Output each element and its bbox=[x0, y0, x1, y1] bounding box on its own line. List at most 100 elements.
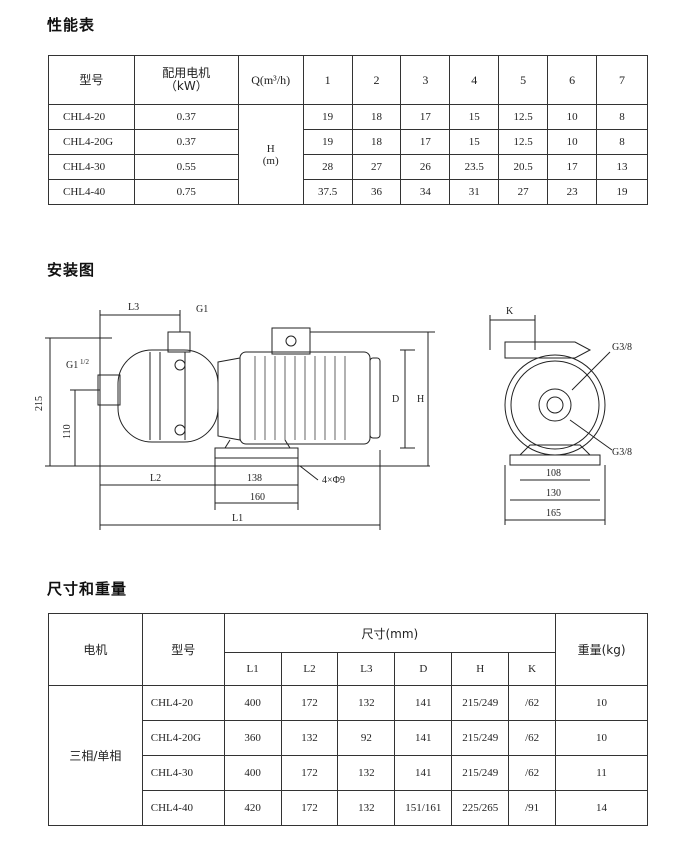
pump-base bbox=[214, 447, 299, 459]
table-row: 三相/单相 CHL4-20 400 172 132 141 215/249 /6… bbox=[48, 685, 648, 826]
size-cell: 132 bbox=[337, 790, 396, 826]
kw-cell: 0.55 bbox=[133, 154, 239, 180]
label-130: 130 bbox=[546, 488, 561, 499]
table-row: CHL4-20G 0.37 19 18 17 15 12.5 10 8 bbox=[48, 129, 648, 155]
label-215: 215 bbox=[34, 396, 45, 411]
size-cell: 172 bbox=[280, 685, 339, 721]
model-cell: CHL4-40 bbox=[141, 790, 225, 826]
head-value: 13 bbox=[596, 154, 648, 180]
kw-cell: 0.75 bbox=[133, 179, 239, 205]
header-flow-value: 3 bbox=[400, 55, 451, 105]
table-row: CHL4-30 0.55 28 27 26 23.5 20.5 17 13 bbox=[48, 154, 648, 180]
head-value: 15 bbox=[449, 104, 500, 130]
size-cell: 151/161 bbox=[394, 790, 453, 826]
head-label: H bbox=[266, 142, 275, 155]
label-D: D bbox=[392, 394, 399, 405]
dimension-table: 电机 型号 尺寸(mm) 重量(kg) L1 L2 L3 D H K 三相/单相… bbox=[48, 613, 648, 826]
label-L2: L2 bbox=[150, 473, 161, 484]
weight-cell: 14 bbox=[555, 790, 648, 826]
motor-type-cell: 三相/单相 bbox=[48, 685, 143, 826]
head-value: 36 bbox=[351, 179, 402, 205]
size-cell: 92 bbox=[337, 720, 396, 756]
header-model: 型号 bbox=[48, 55, 135, 105]
header-flow: Q(m³/h) bbox=[237, 55, 304, 105]
size-cell: 132 bbox=[280, 720, 339, 756]
model-cell: CHL4-30 bbox=[141, 755, 225, 791]
dimension-header-row: 电机 型号 尺寸(mm) 重量(kg) bbox=[48, 613, 648, 686]
head-value: 15 bbox=[449, 129, 500, 155]
model-cell: CHL4-20G bbox=[48, 129, 135, 155]
table-row: CHL4-40 420 172 132 151/161 225/265 /91 … bbox=[49, 790, 648, 826]
size-cell: /62 bbox=[508, 685, 557, 721]
size-cell: 420 bbox=[223, 790, 282, 826]
model-cell: CHL4-20 bbox=[48, 104, 135, 130]
size-cell: 172 bbox=[280, 790, 339, 826]
head-value: 17 bbox=[400, 104, 451, 130]
head-value: 23 bbox=[547, 179, 598, 205]
head-value: 18 bbox=[351, 129, 402, 155]
head-value: 27 bbox=[498, 179, 549, 205]
weight-cell: 10 bbox=[555, 685, 648, 721]
header-motor-power: 配用电机 （kW） bbox=[133, 55, 239, 105]
head-label-cell: H (m) bbox=[237, 104, 304, 205]
header-motor-line2: （kW） bbox=[164, 79, 208, 93]
label-138: 138 bbox=[247, 473, 262, 484]
performance-section-title: 性能表 bbox=[47, 16, 96, 34]
label-108: 108 bbox=[546, 468, 561, 479]
model-cell: CHL4-40 bbox=[48, 179, 135, 205]
head-value: 17 bbox=[400, 129, 451, 155]
header-size: 尺寸(mm) bbox=[223, 613, 557, 653]
size-cell: /91 bbox=[508, 790, 557, 826]
label-G1: G1 bbox=[196, 304, 208, 315]
head-value: 8 bbox=[596, 104, 648, 130]
dimension-section-title: 尺寸和重量 bbox=[47, 580, 128, 598]
size-cell: 215/249 bbox=[451, 755, 510, 791]
label-G38-top: G3/8 bbox=[612, 342, 632, 353]
header-flow-value: 1 bbox=[302, 55, 353, 105]
head-value: 18 bbox=[351, 104, 402, 130]
header-flow-value: 6 bbox=[547, 55, 598, 105]
size-cell: 141 bbox=[394, 720, 453, 756]
outlet-port bbox=[167, 331, 191, 353]
performance-table: 型号 配用电机 （kW） Q(m³/h) 1 2 3 4 5 6 7 CHL4-… bbox=[48, 55, 648, 205]
weight-cell: 10 bbox=[555, 720, 648, 756]
header-weight: 重量(kg) bbox=[555, 613, 648, 686]
size-cell: /62 bbox=[508, 755, 557, 791]
dimension-subheader-row: L1 L2 L3 D H K bbox=[49, 652, 648, 686]
label-165: 165 bbox=[546, 508, 561, 519]
head-value: 19 bbox=[302, 104, 353, 130]
model-cell: CHL4-20 bbox=[141, 685, 225, 721]
size-cell: 172 bbox=[280, 755, 339, 791]
size-cell: 400 bbox=[223, 755, 282, 791]
weight-cell: 11 bbox=[555, 755, 648, 791]
front-base bbox=[509, 454, 601, 466]
header-motor-line1: 配用电机 bbox=[162, 66, 211, 80]
label-K: K bbox=[506, 306, 514, 317]
label-G38-bottom: G3/8 bbox=[612, 447, 632, 458]
head-value: 12.5 bbox=[498, 104, 549, 130]
table-row: CHL4-40 0.75 37.5 36 34 31 27 23 19 bbox=[48, 179, 648, 205]
header-flow-value: 7 bbox=[596, 55, 648, 105]
size-cell: 132 bbox=[337, 685, 396, 721]
head-value: 10 bbox=[547, 129, 598, 155]
head-value: 12.5 bbox=[498, 129, 549, 155]
label-H: H bbox=[417, 394, 424, 405]
label-4phi9: 4×Φ9 bbox=[322, 475, 345, 486]
header-D: D bbox=[394, 652, 453, 686]
front-housing bbox=[504, 354, 606, 456]
head-value: 37.5 bbox=[302, 179, 353, 205]
size-cell: 225/265 bbox=[451, 790, 510, 826]
header-L3: L3 bbox=[337, 652, 396, 686]
header-flow-value: 2 bbox=[351, 55, 402, 105]
inlet-port bbox=[97, 374, 121, 406]
header-L2: L2 bbox=[280, 652, 339, 686]
header-motor: 电机 bbox=[48, 613, 143, 686]
header-K: K bbox=[508, 652, 557, 686]
size-cell: 400 bbox=[223, 685, 282, 721]
label-L3: L3 bbox=[128, 302, 139, 313]
size-cell: 215/249 bbox=[451, 685, 510, 721]
label-L1: L1 bbox=[232, 513, 243, 524]
head-value: 10 bbox=[547, 104, 598, 130]
head-unit: (m) bbox=[262, 154, 279, 167]
kw-cell: 0.37 bbox=[133, 104, 239, 130]
